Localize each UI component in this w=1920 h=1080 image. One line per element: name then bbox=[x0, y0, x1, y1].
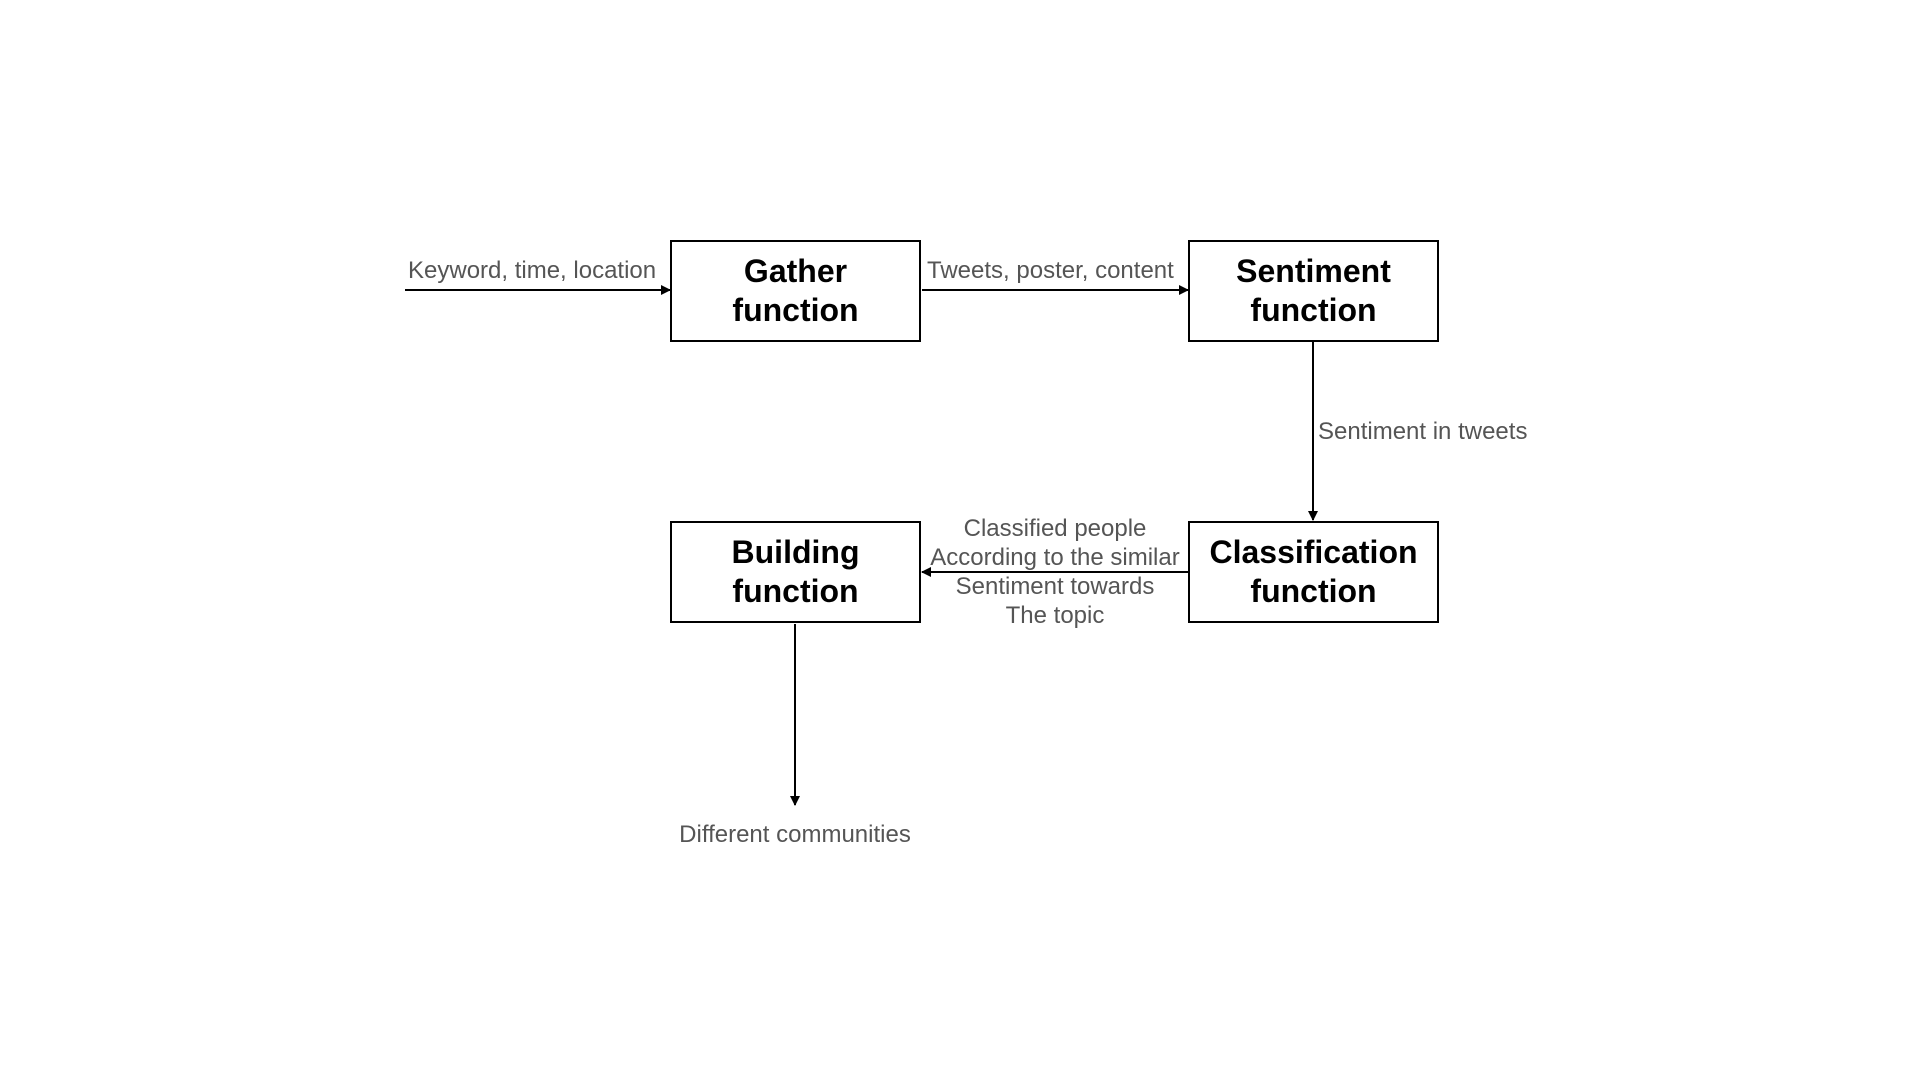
building-function-label: Building function bbox=[731, 534, 860, 609]
edge-label-classification-to-building: Classified people According to the simil… bbox=[905, 514, 1205, 630]
sentiment-function-label: Sentiment function bbox=[1236, 253, 1391, 328]
edge-label-building-output: Different communities bbox=[679, 821, 911, 848]
classification-function-label: Classification function bbox=[1209, 534, 1418, 609]
edge-label-line: Classified people bbox=[963, 515, 1147, 542]
gather-function-label: Gather function bbox=[732, 253, 859, 328]
edge-label-gather-to-sentiment: Tweets, poster, content bbox=[927, 257, 1174, 284]
edge-label-input: Keyword, time, location bbox=[408, 257, 657, 284]
classification-function-node: Classification function bbox=[1188, 521, 1439, 623]
building-function-node: Building function bbox=[670, 521, 921, 623]
gather-function-node: Gather function bbox=[670, 240, 921, 342]
sentiment-function-node: Sentiment function bbox=[1188, 240, 1439, 342]
edge-label-line: The topic bbox=[1005, 602, 1105, 629]
edge-label-line: According to the similar bbox=[930, 544, 1180, 571]
edge-label-sentiment-to-classification: Sentiment in tweets bbox=[1318, 418, 1528, 445]
edge-label-line: Sentiment towards bbox=[955, 573, 1155, 600]
